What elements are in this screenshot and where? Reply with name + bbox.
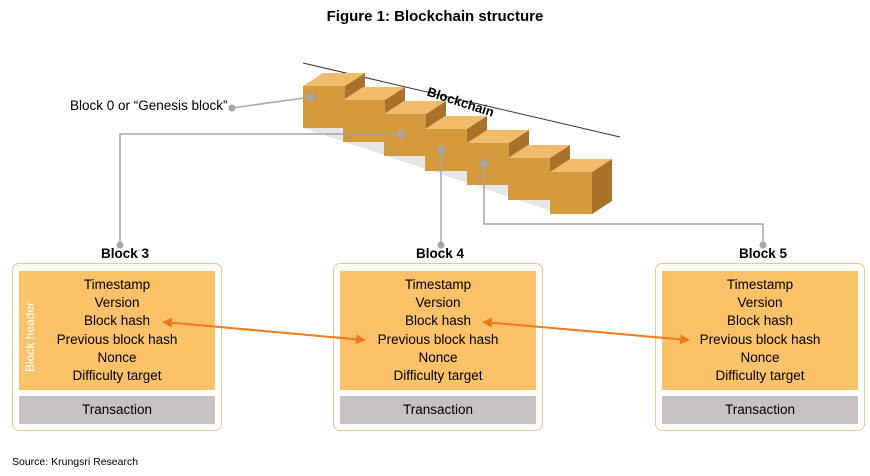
block4-title: Block 4	[415, 246, 465, 261]
transaction-area: Transaction	[662, 396, 858, 424]
genesis-connector	[231, 96, 312, 109]
block4-cube-dot	[437, 146, 445, 154]
nonce-field: Nonce	[97, 349, 137, 365]
chain-cube	[550, 159, 612, 214]
previous-block-hash-field: Previous block hash	[56, 331, 178, 347]
cube-front-face	[467, 143, 509, 185]
cube-front-face	[303, 86, 345, 128]
genesis-connector-dot	[228, 104, 236, 112]
cube-front-face	[550, 172, 592, 214]
cube-top-face	[384, 101, 446, 114]
block5-cube-dot	[480, 159, 488, 167]
block3-connector-dot	[116, 241, 124, 249]
block5-connector-dot	[759, 241, 767, 249]
block3-title: Block 3	[100, 246, 150, 261]
version-field: Version	[737, 295, 783, 311]
figure-title: Figure 1: Blockchain structure	[326, 8, 544, 25]
genesis-block-label: Block 0 or “Genesis block”	[70, 98, 228, 113]
transaction-area: Transaction	[19, 396, 215, 424]
genesis-cube-dot	[307, 93, 315, 101]
transaction-area: Transaction	[340, 396, 536, 424]
block5-title: Block 5	[738, 246, 788, 261]
difficulty-target-field: Difficulty target	[72, 368, 162, 384]
cube-front-face	[508, 158, 550, 200]
cube-top-face	[508, 145, 570, 158]
cube-top-face	[550, 159, 612, 172]
header-fields: Timestamp Version Block hash Previous bl…	[19, 276, 215, 385]
timestamp-field: Timestamp	[83, 277, 151, 292]
source-note: Source: Krungsri Research	[12, 456, 139, 468]
block3-connector	[119, 133, 401, 245]
block4-card: Timestamp Version Block hash Previous bl…	[333, 263, 543, 431]
block-header-vertical-label: Block header	[23, 301, 37, 372]
cube-chain	[303, 73, 612, 214]
cube-front-face	[343, 100, 385, 142]
cube-front-face	[384, 114, 426, 156]
version-field: Version	[415, 295, 461, 311]
version-field: Version	[94, 295, 140, 311]
block-header-area: Timestamp Version Block hash Previous bl…	[662, 271, 858, 390]
block5-connector	[483, 163, 764, 245]
timestamp-field: Timestamp	[404, 277, 472, 292]
block3-card: Timestamp Version Block hash Previous bl…	[12, 263, 222, 431]
previous-block-hash-field: Previous block hash	[699, 331, 821, 347]
header-fields: Timestamp Version Block hash Previous bl…	[662, 276, 858, 385]
cube-front-face	[425, 129, 467, 171]
difficulty-target-field: Difficulty target	[393, 368, 483, 384]
block-header-area: Timestamp Version Block hash Previous bl…	[19, 271, 215, 390]
nonce-field: Nonce	[740, 349, 780, 365]
timestamp-field: Timestamp	[726, 277, 794, 292]
header-fields: Timestamp Version Block hash Previous bl…	[340, 276, 536, 385]
block-hash-field: Block hash	[83, 313, 151, 329]
difficulty-target-field: Difficulty target	[715, 368, 805, 384]
block-hash-field: Block hash	[404, 313, 472, 329]
block5-card: Timestamp Version Block hash Previous bl…	[655, 263, 865, 431]
block-hash-field: Block hash	[726, 313, 794, 329]
block3-cube-dot	[397, 130, 405, 138]
cube-top-face	[467, 130, 529, 143]
block4-connector-dot	[437, 241, 445, 249]
cube-top-face	[425, 116, 487, 129]
nonce-field: Nonce	[418, 349, 458, 365]
connectors	[116, 93, 767, 249]
block-header-area: Timestamp Version Block hash Previous bl…	[340, 271, 536, 390]
cube-top-face	[303, 73, 365, 86]
cube-side-face	[592, 159, 612, 214]
previous-block-hash-field: Previous block hash	[377, 331, 499, 347]
cube-top-face	[343, 87, 405, 100]
